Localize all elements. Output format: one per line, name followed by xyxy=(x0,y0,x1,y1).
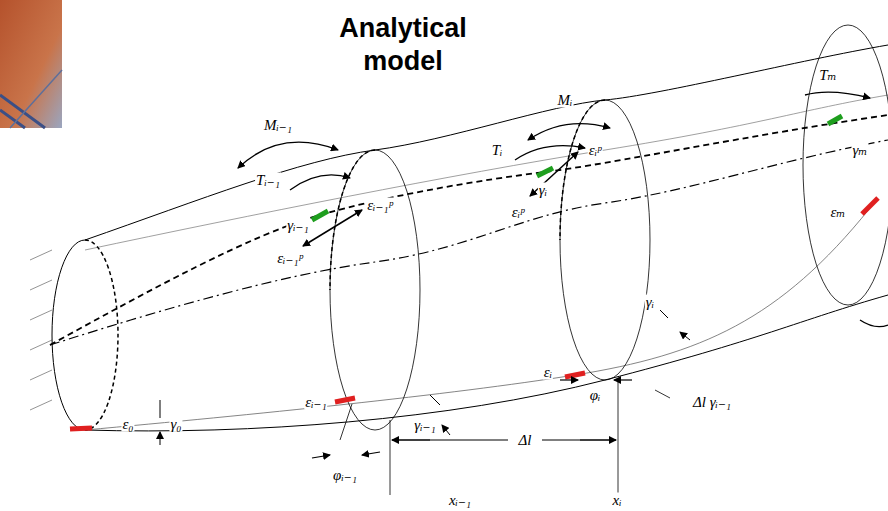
math-label: ε₀ xyxy=(121,417,134,432)
math-label: γ₀ xyxy=(169,417,182,432)
math-label: xᵢ xyxy=(611,493,622,508)
math-label: Tᵢ xyxy=(491,143,504,158)
math-label: εₘ xyxy=(829,205,846,220)
math-label: εᵢ₋₁ᵖ xyxy=(366,198,394,213)
math-label: εᵢᵖ xyxy=(588,143,603,158)
math-label: εᵢᵖ xyxy=(511,205,526,220)
math-label: εᵢ₋₁ᵖ xyxy=(276,251,304,266)
math-label: γᵢ xyxy=(645,295,655,310)
math-label: Mᵢ xyxy=(557,93,574,108)
math-label: γᵢ₋₁ xyxy=(413,418,436,433)
math-label: φᵢ₋₁ xyxy=(332,468,358,483)
math-label: γᵢ xyxy=(538,183,548,198)
math-label: Tₘ xyxy=(818,68,838,83)
diagram-title: Analytical model xyxy=(313,12,493,78)
math-label: φᵢ xyxy=(589,388,602,403)
math-label: εᵢ₋₁ xyxy=(304,395,327,410)
math-label: Tᵢ₋₁ xyxy=(255,173,281,188)
math-label: xᵢ₋₁ xyxy=(448,493,472,508)
math-label: Mᵢ₋₁ xyxy=(263,118,293,133)
math-label: εᵢ xyxy=(543,365,553,380)
math-label: Δl xyxy=(518,433,533,448)
math-label: γᵢ₋₁ xyxy=(286,218,309,233)
math-label: Δl γᵢ₋₁ xyxy=(692,395,732,410)
math-label: γₘ xyxy=(851,143,868,158)
